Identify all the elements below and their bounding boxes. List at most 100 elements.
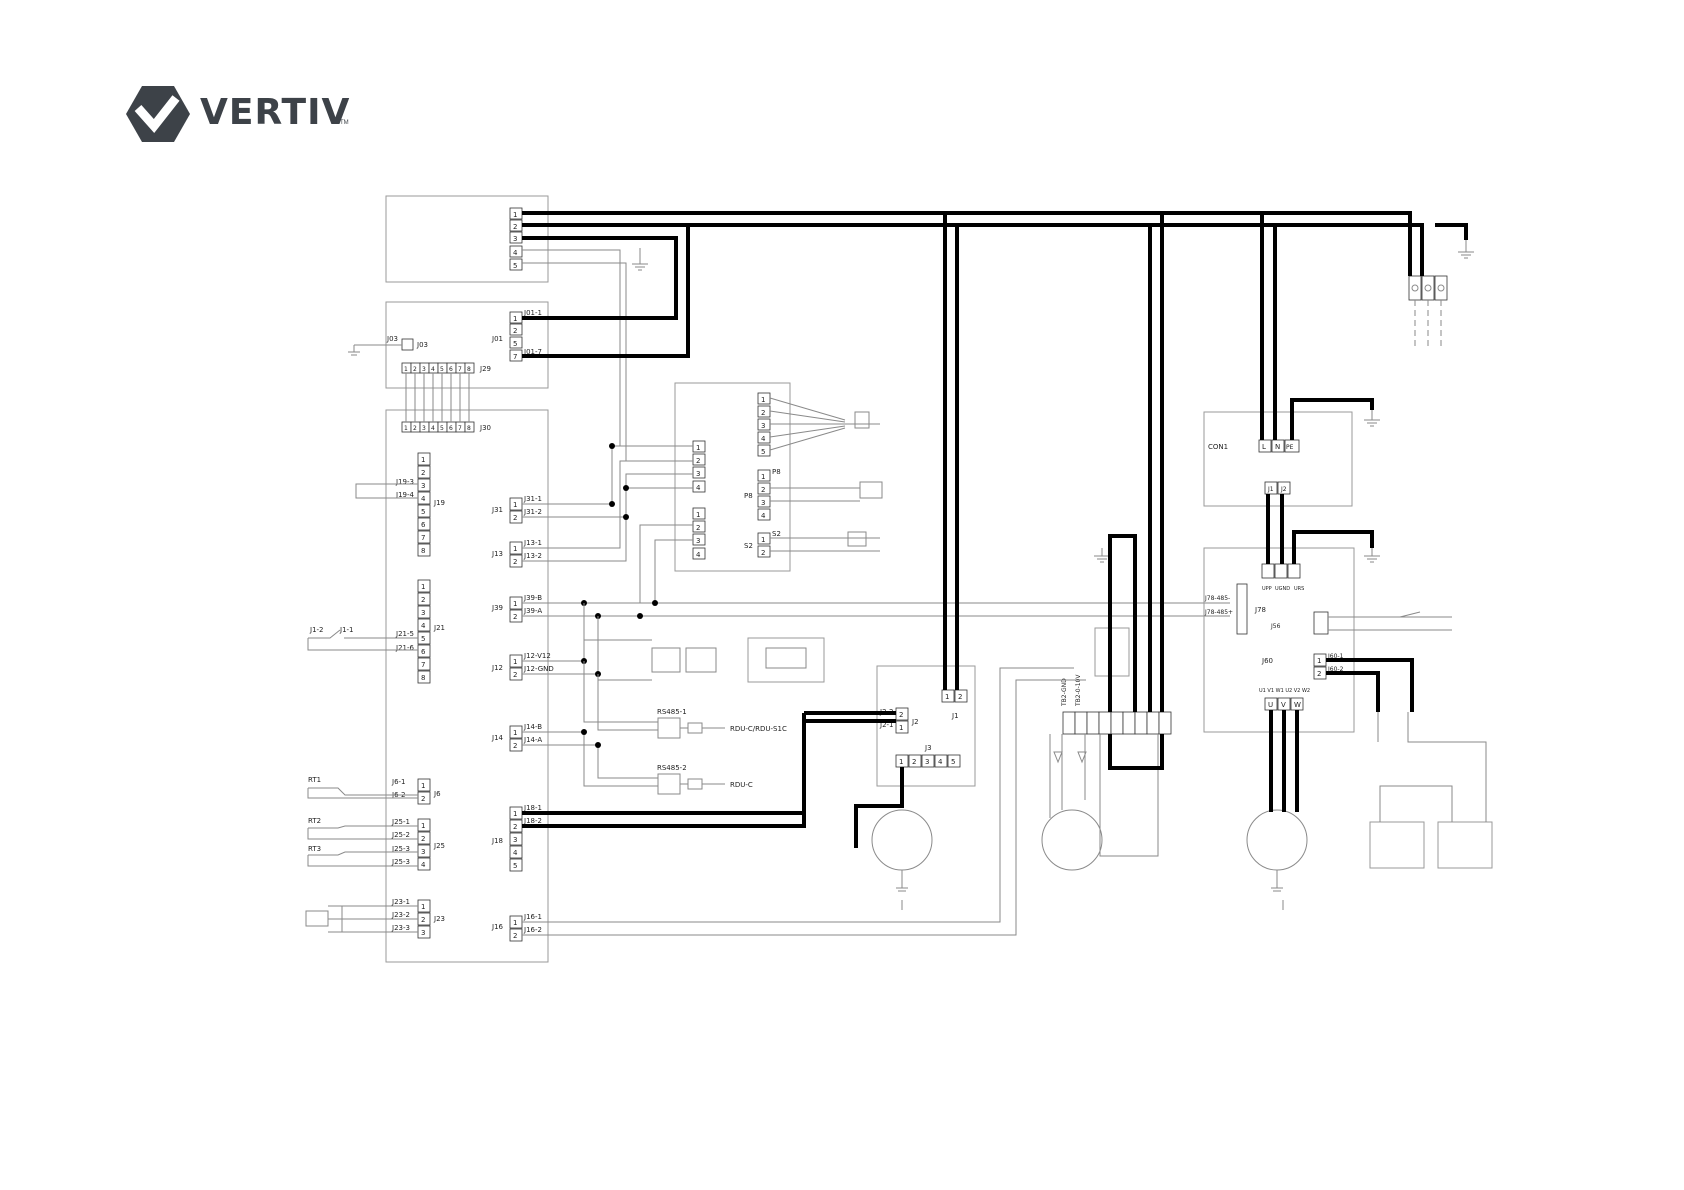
j60-label: J60 (1261, 657, 1273, 665)
j21-6-label: J21-6 (395, 644, 414, 652)
j2-label: J2 (911, 718, 919, 726)
svg-text:3: 3 (696, 470, 700, 478)
svg-text:7: 7 (421, 534, 425, 542)
io-module-box (674, 382, 791, 572)
svg-text:1: 1 (513, 211, 517, 219)
j30-pin-row: 1 2 3 4 5 6 7 8 (401, 421, 475, 433)
j23-sensor-icon (305, 910, 329, 927)
svg-text:3: 3 (513, 235, 517, 243)
rt2-label: RT2 (308, 817, 321, 825)
svg-text:3: 3 (422, 425, 426, 432)
svg-text:2: 2 (421, 916, 425, 924)
svg-text:7: 7 (458, 366, 462, 373)
svg-text:2: 2 (513, 613, 517, 621)
tb2-gnd-label: TB2-GND (1061, 678, 1068, 707)
svg-text:2: 2 (958, 693, 962, 701)
j14-b-label: J14-B (523, 723, 542, 731)
j21-5-label: J21-5 (395, 630, 414, 638)
j03-pin-label: J03 (416, 341, 428, 349)
svg-text:6: 6 (449, 425, 453, 432)
svg-text:4: 4 (421, 495, 426, 503)
j21-pins: 1 2 3 4 5 6 7 8 (417, 579, 431, 684)
svg-text:6: 6 (421, 648, 426, 656)
svg-text:1: 1 (696, 444, 700, 452)
svg-text:2: 2 (421, 469, 425, 477)
svg-text:1: 1 (513, 810, 517, 818)
svg-text:2: 2 (421, 795, 425, 803)
svg-text:4: 4 (513, 849, 518, 857)
rs485-2-port (657, 773, 681, 795)
j14-label: J14 (491, 734, 504, 742)
uvw-header-label: U1 V1 W1 U2 V2 W2 (1259, 688, 1310, 694)
svg-text:4: 4 (421, 861, 426, 869)
j25-3-label: J25-3 (391, 845, 410, 853)
power-wiring (522, 211, 1468, 848)
j6-label: J6 (433, 790, 441, 798)
svg-text:7: 7 (458, 425, 462, 432)
j1-2-label: J1-2 (309, 626, 324, 634)
svg-text:5: 5 (440, 425, 444, 432)
rs485-1-port (657, 717, 681, 739)
j18-label: J18 (491, 837, 503, 845)
j39-b-label: J39-B (523, 594, 542, 602)
j13-2-label: J13-2 (523, 552, 542, 560)
power-input-box (1203, 411, 1353, 507)
j19-4-label: J19-4 (395, 491, 414, 499)
main-power-terminals (1408, 275, 1448, 301)
urs-label: URS (1294, 586, 1304, 592)
vertiv-logo: VERTIV TM (126, 86, 356, 146)
j1-label: J1 (951, 712, 959, 720)
svg-text:1: 1 (421, 903, 425, 911)
valve-pins: 1 2 3 4 5 (757, 392, 771, 457)
j01-1-label: J01-1 (523, 309, 542, 317)
svg-text:2: 2 (513, 558, 517, 566)
j18-1-label: J18-1 (523, 804, 542, 812)
brand-name: VERTIV (200, 92, 351, 133)
j78-485p-label: J78-485+ (1204, 609, 1233, 616)
j3-label: J3 (924, 744, 932, 752)
svg-text:1: 1 (404, 425, 408, 432)
j23-1-label: J23-1 (391, 898, 410, 906)
tb2-terminal-block (1062, 711, 1172, 735)
j25-3b-label: J25-3 (391, 858, 410, 866)
pressure-switch-icon (847, 531, 867, 547)
inverter-pin-w: W (1294, 701, 1301, 709)
j13-1-label: J13-1 (523, 539, 542, 547)
j19-pins: 1 2 3 4 5 6 7 8 (417, 452, 431, 557)
svg-text:1: 1 (696, 511, 700, 519)
svg-text:1: 1 (421, 583, 425, 591)
svg-text:3: 3 (422, 366, 426, 373)
display-connector-icon (651, 647, 681, 673)
svg-text:2: 2 (513, 742, 517, 750)
svg-text:1: 1 (1317, 657, 1321, 665)
svg-text:1: 1 (421, 782, 425, 790)
con1-pin-pe: PE (1286, 444, 1294, 451)
j25-1-label: J25-1 (391, 818, 410, 826)
svg-text:4: 4 (513, 249, 518, 257)
rt3-label: RT3 (308, 845, 321, 853)
j12-v12-label: J12-V12 (523, 652, 551, 660)
svg-text:1: 1 (404, 366, 408, 373)
svg-text:2: 2 (513, 327, 517, 335)
rt1-label: RT1 (308, 776, 321, 784)
s2-side-label: S2 (744, 542, 753, 550)
svg-text:5: 5 (421, 508, 425, 516)
svg-text:2: 2 (513, 514, 517, 522)
j78-label: J78 (1254, 606, 1266, 614)
j14-a-label: J14-A (523, 736, 542, 744)
svg-text:2: 2 (696, 524, 700, 532)
svg-text:1: 1 (513, 501, 517, 509)
j13-label: J13 (491, 550, 503, 558)
j01-pins: 1 2 5 7 (509, 311, 523, 362)
power-terminal-pins: 1 2 3 4 5 (509, 207, 523, 271)
con1-label: CON1 (1208, 443, 1228, 451)
svg-text:1: 1 (513, 729, 517, 737)
svg-text:1: 1 (899, 758, 903, 766)
svg-text:1: 1 (513, 919, 517, 927)
j03-label: J03 (386, 335, 398, 343)
svg-text:2: 2 (413, 366, 417, 373)
svg-text:4: 4 (761, 435, 766, 443)
j23-2-label: J23-2 (391, 911, 410, 919)
compressor-motor-icon (871, 809, 933, 871)
